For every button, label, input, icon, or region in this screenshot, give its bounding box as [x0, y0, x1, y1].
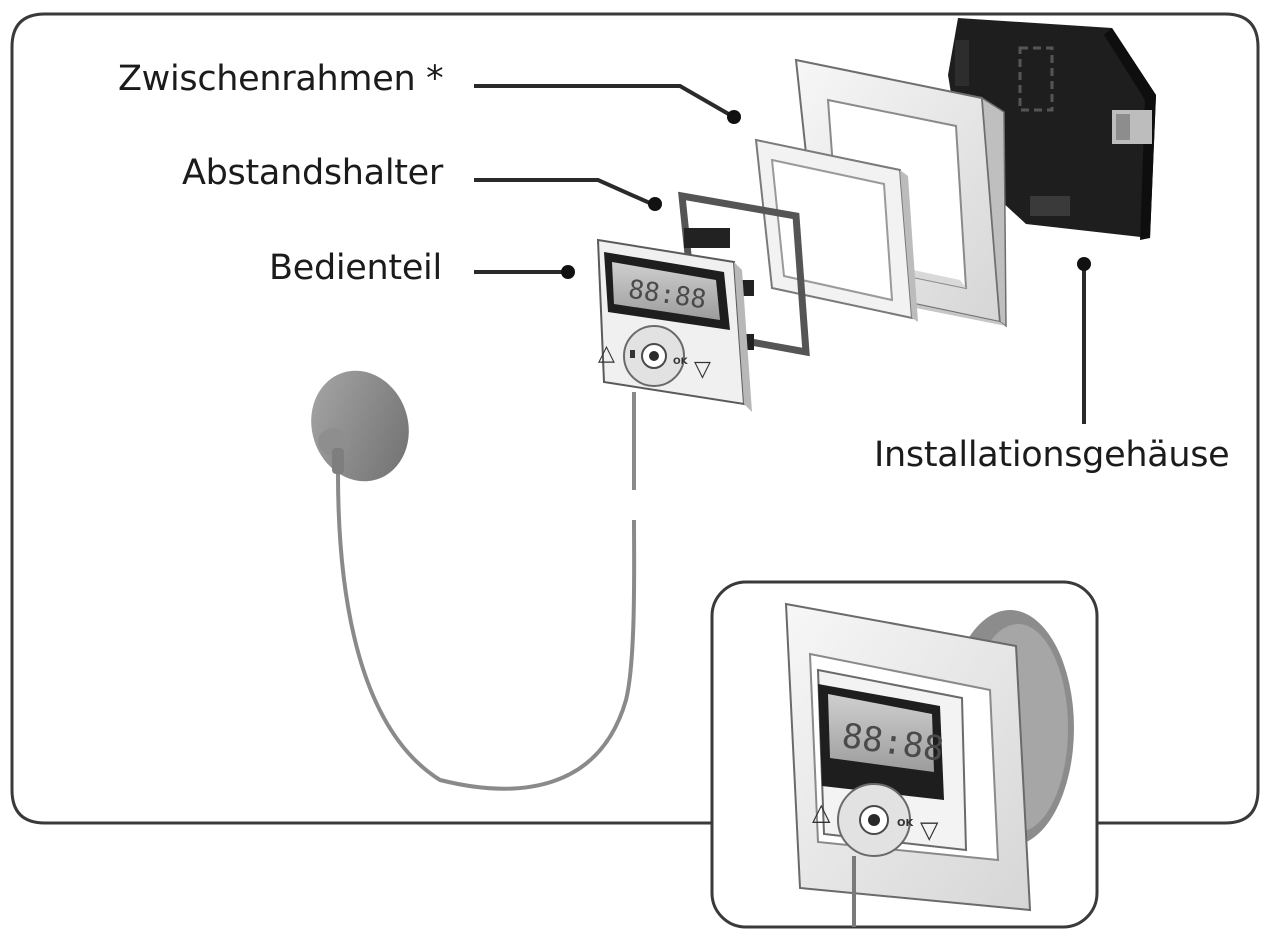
label-bedienteil: Bedienteil [269, 248, 442, 288]
spacer-frame [754, 138, 918, 322]
label-abstandshalter: Abstandshalter [182, 153, 444, 193]
leader-dots [561, 110, 1091, 279]
control-unit: 88:88 △ ▽ OK [596, 238, 752, 412]
label-installationsgehaeuse: Installationsgehäuse [874, 435, 1230, 475]
leader-lines [474, 84, 1086, 424]
control-unit-down-arrow-icon: ▽ [694, 357, 711, 382]
main-panel-outline [10, 12, 1260, 825]
inset-down-arrow-icon: ▽ [920, 816, 939, 844]
inset-ok-label: OK [897, 818, 915, 829]
label-zwischenrahmen: Zwischenrahmen * [118, 59, 444, 99]
control-unit-ok-label: OK [673, 357, 689, 367]
inset-up-arrow-icon: △ [812, 798, 831, 826]
sun-sensor [311, 370, 637, 791]
control-unit-up-arrow-icon: △ [598, 341, 615, 366]
inset-assembled-unit: 88:88 △ ▽ OK [784, 602, 1074, 927]
